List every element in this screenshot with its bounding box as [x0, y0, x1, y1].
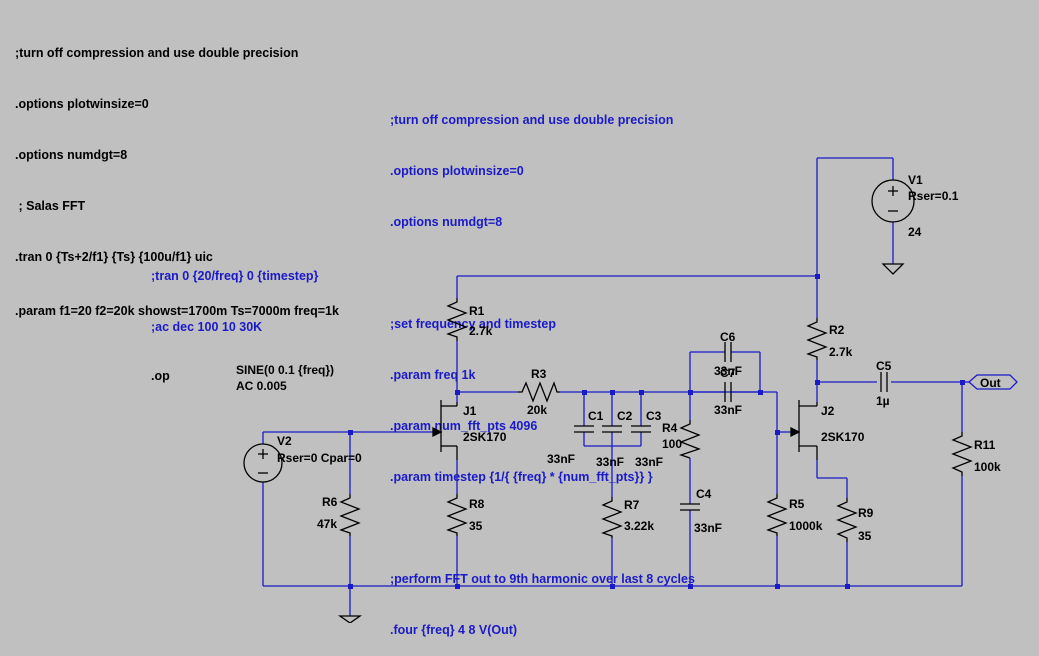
directive-line[interactable]: .param timestep {1/{ {freq} * {num_fft_p… — [390, 470, 653, 484]
label-r6-value: 47k — [317, 517, 337, 531]
capacitor-c1[interactable] — [574, 425, 594, 433]
wires — [262, 157, 963, 616]
resistor-r9[interactable] — [836, 498, 858, 542]
label-c3-name: C3 — [646, 409, 662, 423]
resistor-r1[interactable] — [446, 298, 468, 341]
label-j2-name: J2 — [821, 404, 835, 418]
label-r4-name: R4 — [662, 421, 678, 435]
directive-line[interactable]: ;ac dec 100 10 30K — [151, 320, 263, 334]
resistor-r11[interactable] — [951, 432, 973, 476]
label-r3-value: 20k — [527, 403, 547, 417]
label-c7-name: C7 — [720, 366, 736, 380]
label-c1-value: 33nF — [547, 452, 575, 466]
label-c6-value: 33nF — [714, 364, 742, 378]
capacitor-c6[interactable] — [724, 342, 732, 362]
label-r11-name: R11 — [974, 438, 996, 452]
directive-line[interactable]: .tran 0 {Ts+2/f1} {Ts} {100u/f1} uic — [15, 250, 213, 264]
jfet-j1[interactable] — [432, 400, 458, 460]
directive-line[interactable]: .param f1=20 f2=20k showst=1700m Ts=7000… — [15, 304, 339, 318]
label-c7-value: 33nF — [714, 403, 742, 417]
label-c4-name: C4 — [696, 487, 712, 501]
capacitor-c7[interactable] — [724, 382, 732, 402]
components — [243, 179, 1018, 623]
directive-line[interactable]: ;turn off compression and use double pre… — [15, 46, 299, 60]
label-r8-name: R8 — [469, 497, 485, 511]
label-r9-value: 35 — [858, 529, 872, 543]
directive-line[interactable]: .op — [151, 369, 170, 383]
directive-line[interactable]: .four {freq} 4 8 V(Out) — [390, 623, 518, 637]
directive-line[interactable]: ;set frequency and timestep — [390, 317, 557, 331]
label-c5-value: 1µ — [876, 394, 890, 408]
label-v1-value: 24 — [908, 225, 922, 239]
label-r1-value: 2.7k — [469, 324, 493, 338]
label-r8-value: 35 — [469, 519, 483, 533]
label-j2-model: 2SK170 — [821, 430, 865, 444]
label-c2-name: C2 — [617, 409, 633, 423]
label-v1-params: Rser=0.1 — [908, 189, 959, 203]
directive-line[interactable]: .options numdgt=8 — [15, 148, 128, 162]
directive-line[interactable]: ;tran 0 {20/freq} 0 {timestep} — [151, 269, 319, 283]
label-c1-name: C1 — [588, 409, 604, 423]
label-r5-value: 1000k — [789, 519, 823, 533]
label-v2-waveform: SINE(0 0.1 {freq}) — [236, 363, 334, 377]
spice-directives-left: ;turn off compression and use double pre… — [15, 11, 339, 337]
label-r6-name: R6 — [322, 495, 338, 509]
directive-line[interactable]: ;perform FFT out to 9th harmonic over la… — [390, 572, 695, 586]
label-c6-name: C6 — [720, 330, 736, 344]
label-r9-name: R9 — [858, 506, 874, 520]
junctions — [348, 274, 965, 589]
component-labels: V1 Rser=0.1 24 SINE(0 0.1 {freq}) AC 0.0… — [236, 173, 1001, 543]
resistor-r7[interactable] — [601, 497, 623, 538]
resistor-r4[interactable] — [678, 420, 701, 459]
label-out: Out — [980, 376, 1001, 390]
spice-directives-mid: ;tran 0 {20/freq} 0 {timestep} ;ac dec 1… — [151, 234, 318, 402]
capacitor-c5[interactable] — [880, 372, 888, 392]
resistor-r6[interactable] — [339, 494, 361, 536]
capacitor-c2[interactable] — [602, 425, 622, 433]
label-c3-value: 33nF — [635, 455, 663, 469]
label-r7-value: 3.22k — [624, 519, 654, 533]
label-r2-name: R2 — [829, 323, 845, 337]
resistor-r3[interactable] — [518, 381, 560, 403]
label-c4-value: 33nF — [694, 521, 722, 535]
label-v2-params: Rser=0 Cpar=0 — [277, 451, 362, 465]
label-c5-name: C5 — [876, 359, 892, 373]
label-r5-name: R5 — [789, 497, 805, 511]
directive-line[interactable]: .param freq 1k — [390, 368, 476, 382]
ground-icon — [337, 615, 363, 623]
label-j1-model: 2SK170 — [463, 430, 507, 444]
directive-line[interactable]: ; Salas FFT — [15, 199, 86, 213]
resistor-r2[interactable] — [806, 318, 828, 360]
directive-line[interactable]: .options plotwinsize=0 — [390, 164, 524, 178]
directive-line[interactable]: ;turn off compression and use double pre… — [390, 113, 674, 127]
voltage-source-v2[interactable] — [243, 443, 283, 483]
jfet-j2[interactable] — [790, 400, 818, 460]
schematic-canvas[interactable]: V1 Rser=0.1 24 SINE(0 0.1 {freq}) AC 0.0… — [0, 0, 1039, 623]
resistor-r8[interactable] — [446, 494, 468, 536]
label-r4-value: 100 — [662, 437, 682, 451]
ground-icon — [881, 263, 905, 275]
voltage-source-v1[interactable] — [871, 179, 915, 223]
label-v2-name: V2 — [277, 434, 292, 448]
capacitor-c4[interactable] — [680, 503, 700, 511]
directive-line[interactable]: .param num_fft_pts 4096 — [390, 419, 538, 433]
label-v1-name: V1 — [908, 173, 923, 187]
label-r7-name: R7 — [624, 498, 640, 512]
capacitor-c3[interactable] — [631, 425, 651, 433]
directive-line[interactable]: .options plotwinsize=0 — [15, 97, 149, 111]
label-r2-value: 2.7k — [829, 345, 853, 359]
label-r3-name: R3 — [531, 367, 547, 381]
label-r1-name: R1 — [469, 304, 485, 318]
directive-line[interactable]: .options numdgt=8 — [390, 215, 503, 229]
resistor-r5[interactable] — [766, 494, 788, 536]
label-c2-value: 33nF — [596, 455, 624, 469]
label-v2-ac: AC 0.005 — [236, 379, 287, 393]
label-r11-value: 100k — [974, 460, 1001, 474]
label-j1-name: J1 — [463, 404, 477, 418]
